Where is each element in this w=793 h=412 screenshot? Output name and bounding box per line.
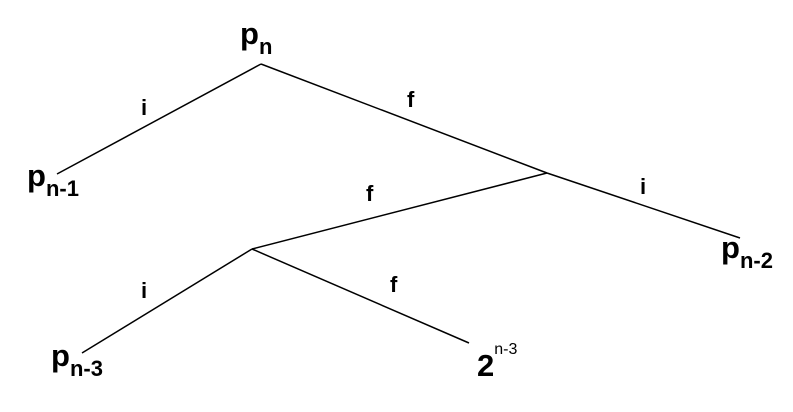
node-subscript: n-1 bbox=[45, 176, 79, 201]
node-leaf-2-pow: 2n-3 bbox=[477, 342, 517, 383]
node-subscript: n-2 bbox=[739, 248, 773, 273]
edge-lower-to-leaf bbox=[251, 248, 470, 344]
node-base: p bbox=[27, 158, 46, 193]
node-root: pn bbox=[240, 16, 272, 58]
edge-label: f bbox=[366, 181, 374, 206]
node-subscript: n-3 bbox=[69, 356, 103, 381]
node-base: p bbox=[51, 338, 70, 373]
edge-lower-to-pn-3 bbox=[81, 248, 253, 354]
node-base: 2 bbox=[477, 348, 495, 383]
node-base: p bbox=[240, 16, 259, 51]
edge-root-to-pn-1 bbox=[56, 63, 262, 175]
node-subscript: n bbox=[258, 34, 273, 59]
edge-root-to-mid bbox=[260, 63, 548, 174]
edge-label: f bbox=[390, 272, 398, 297]
node-p-n-2: pn-2 bbox=[721, 230, 773, 272]
edge-label: i bbox=[141, 278, 148, 303]
edge-mid-to-lower bbox=[251, 172, 548, 250]
edge-label: i bbox=[640, 174, 647, 199]
edge-mid-to-pn-2 bbox=[546, 172, 741, 239]
edge-label: i bbox=[141, 95, 148, 120]
node-base: p bbox=[721, 230, 740, 265]
node-p-n-1: pn-1 bbox=[27, 158, 79, 200]
edge-label: f bbox=[407, 87, 415, 112]
node-p-n-3: pn-3 bbox=[51, 338, 103, 380]
node-superscript: n-3 bbox=[494, 341, 518, 358]
